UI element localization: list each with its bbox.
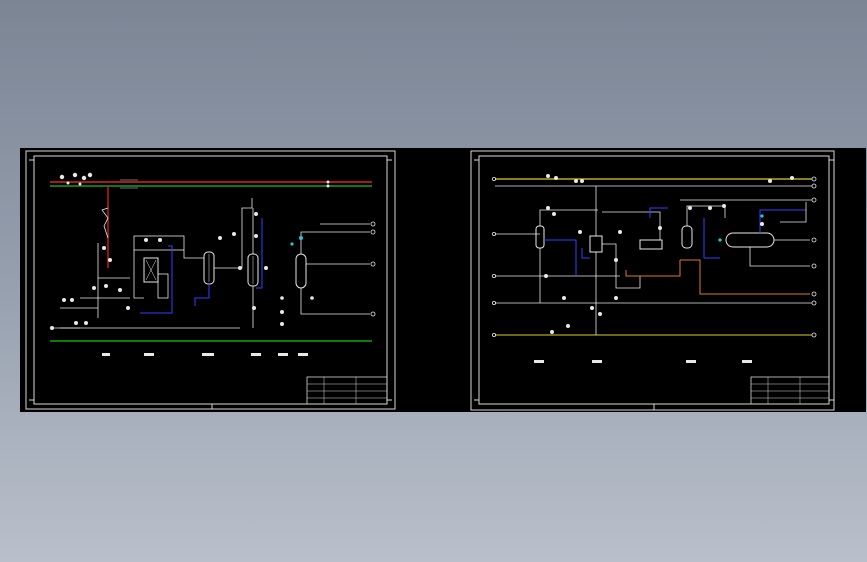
sheet-left bbox=[25, 150, 396, 410]
column-misc-instruments bbox=[280, 296, 314, 300]
column-2-overhead bbox=[686, 205, 726, 226]
sheet-left-inner-border bbox=[33, 155, 388, 405]
separator-overhead bbox=[300, 231, 320, 254]
reactor-header-box bbox=[133, 235, 185, 251]
reactor-blue-feed bbox=[581, 248, 590, 259]
left-instruments bbox=[50, 246, 130, 330]
orange-return-line bbox=[680, 259, 810, 295]
right-equipment-tags bbox=[534, 360, 752, 363]
right-cyan-instruments bbox=[718, 214, 764, 242]
drum-vent-line bbox=[780, 202, 807, 223]
column-instruments bbox=[290, 236, 303, 246]
right-reactor-box bbox=[589, 235, 603, 253]
right-instruments bbox=[544, 174, 794, 334]
reactor-feed-line bbox=[133, 250, 144, 299]
orange-process-line bbox=[625, 260, 681, 277]
cad-drawing-svg bbox=[25, 150, 835, 411]
exchanger-instruments bbox=[144, 212, 284, 326]
horizontal-exchanger bbox=[639, 239, 663, 250]
reactor-packing bbox=[145, 259, 157, 281]
header-tag-text bbox=[120, 179, 138, 189]
horizontal-drum bbox=[725, 232, 775, 248]
exchanger-1-outlet bbox=[214, 198, 253, 269]
column-1-blue-loop bbox=[544, 239, 577, 276]
reactor-discharge bbox=[602, 243, 641, 289]
exchanger-blue-loop bbox=[649, 207, 668, 218]
outlet-arrow-symbols bbox=[370, 221, 376, 317]
header-valve-cluster bbox=[59, 172, 330, 188]
right-column-2 bbox=[681, 225, 693, 249]
separator-bottoms bbox=[300, 288, 370, 315]
sheet-right-inner-border bbox=[478, 155, 830, 405]
column-1-overhead bbox=[539, 209, 598, 226]
reactor-side-vessel bbox=[157, 273, 169, 299]
riser-valves bbox=[101, 207, 109, 239]
right-title-block bbox=[750, 376, 830, 405]
cad-drawing-canvas[interactable] bbox=[20, 148, 866, 412]
reactor-vessel bbox=[143, 257, 159, 283]
sheet-left-outer-border bbox=[25, 150, 396, 410]
right-inlet-symbols bbox=[491, 176, 496, 337]
sheet-right-outer-border bbox=[470, 150, 835, 411]
exchanger-1-inlet bbox=[183, 250, 204, 259]
right-column-1 bbox=[535, 225, 545, 249]
sheet-right-corner-marks bbox=[474, 159, 834, 410]
separator-column bbox=[295, 253, 307, 289]
left-valve-stack bbox=[60, 243, 130, 329]
drum-bottoms bbox=[749, 247, 810, 267]
sheet-left-corner-marks bbox=[29, 159, 392, 409]
exchanger-inlet bbox=[602, 211, 661, 240]
left-equipment-tags bbox=[102, 353, 308, 356]
right-outlet-symbols bbox=[811, 176, 817, 338]
left-title-block bbox=[306, 376, 388, 405]
reactor-cooling-loop bbox=[140, 245, 173, 314]
exchanger-2-blue-loop bbox=[256, 218, 263, 289]
column-2-blue-loop bbox=[703, 218, 720, 259]
exchanger-1-blue-return bbox=[194, 284, 210, 306]
drum-blue-overhead bbox=[759, 209, 806, 233]
sheet-right bbox=[470, 150, 835, 411]
